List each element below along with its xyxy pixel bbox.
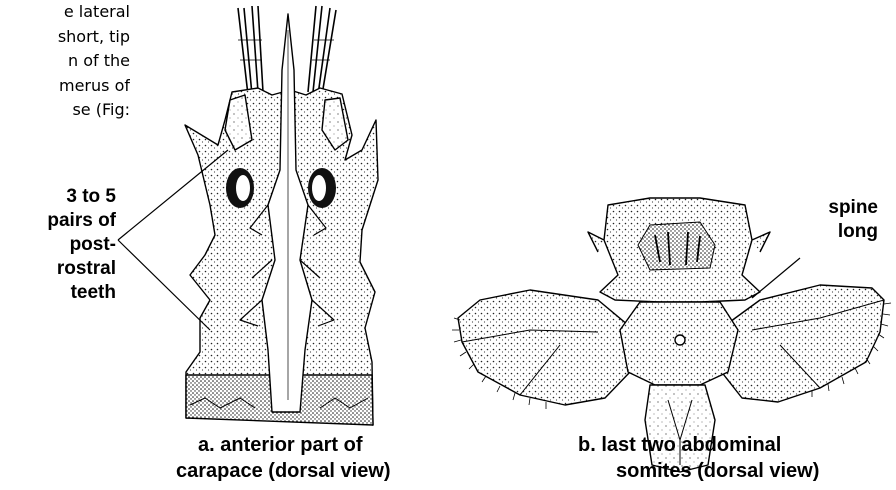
callout-line: pairs of [36,209,116,233]
postrostral-teeth-label: 3 to 5 pairs of post- rostral teeth [36,185,116,305]
callout-line: teeth [36,281,116,305]
caption-line: somites (dorsal view) [578,458,819,484]
caption-line: a. anterior part of [176,432,391,458]
spine-long-label: spine long [790,196,878,244]
callout-line: post- [36,233,116,257]
callout-line: spine [790,196,878,220]
caption-b: b. last two abdominal somites (dorsal vi… [578,432,819,484]
rostrum [262,14,312,412]
callout-line: long [790,220,878,244]
caption-line: b. last two abdominal [578,432,819,458]
callout-line: rostral [36,257,116,281]
carapace-illustration [185,6,378,425]
caption-a: a. anterior part of carapace (dorsal vie… [176,432,391,484]
callout-line: 3 to 5 [36,185,116,209]
caption-line: carapace (dorsal view) [176,458,391,484]
right-uropod [712,285,884,402]
left-uropod [458,290,640,405]
